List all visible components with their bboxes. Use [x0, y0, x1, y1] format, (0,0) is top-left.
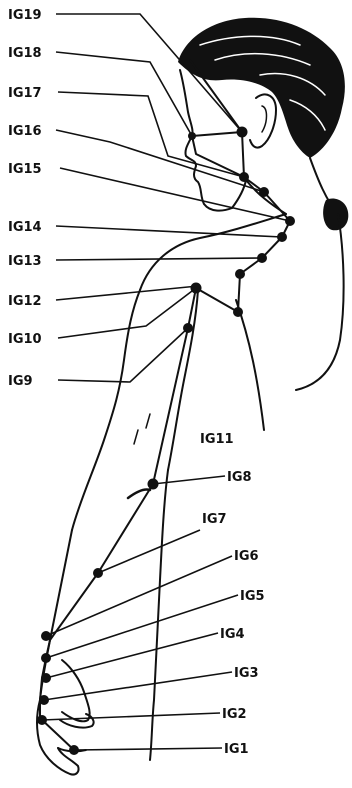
- shoulder-shadow: [323, 199, 348, 231]
- label-IG2: IG2: [222, 707, 247, 722]
- label-IG19: IG19: [8, 8, 42, 23]
- body-figure: [37, 18, 348, 775]
- label-IG17: IG17: [8, 86, 42, 101]
- label-IG5: IG5: [240, 589, 265, 604]
- shoulder-top: [140, 214, 286, 290]
- leader-IG10: [58, 288, 196, 338]
- chest-line: [236, 300, 264, 430]
- hand: [37, 700, 79, 775]
- arm-hatch: [134, 414, 150, 444]
- leader-IG6: [46, 556, 232, 636]
- leader-IG1: [74, 748, 222, 750]
- label-IG12: IG12: [8, 294, 42, 309]
- thumb: [62, 660, 90, 721]
- label-IG1: IG1: [224, 742, 249, 757]
- point-IG13: [257, 253, 267, 263]
- label-IG11: IG11: [200, 432, 234, 447]
- label-IG14: IG14: [8, 220, 42, 235]
- leader-IG18: [56, 52, 192, 136]
- leader-IG4: [46, 633, 218, 678]
- label-IG4: IG4: [220, 627, 245, 642]
- point-IG1: [69, 745, 79, 755]
- point-IG15: [285, 216, 295, 226]
- label-IG16: IG16: [8, 124, 42, 139]
- label-IG10: IG10: [8, 332, 42, 347]
- point-IG13b: [235, 269, 245, 279]
- label-IG9: IG9: [8, 374, 33, 389]
- label-IG6: IG6: [234, 549, 259, 564]
- back-contour: [296, 214, 344, 390]
- point-IG2: [37, 715, 47, 725]
- upper-arm-outer: [72, 290, 140, 530]
- point-IG14: [277, 232, 287, 242]
- leader-IG12: [56, 286, 198, 300]
- leader-lines: [42, 14, 290, 750]
- point-IG3: [39, 695, 49, 705]
- point-IG19: [237, 127, 248, 138]
- point-IG10: [183, 323, 193, 333]
- label-IG13: IG13: [8, 254, 42, 269]
- point-IG11: [233, 307, 243, 317]
- leader-IG15: [60, 168, 290, 221]
- point-IG17: [239, 172, 249, 182]
- label-IG15: IG15: [8, 162, 42, 177]
- ear: [250, 94, 276, 147]
- point-IG18: [188, 132, 196, 140]
- leader-IG7: [98, 530, 200, 573]
- point-IG7: [93, 568, 103, 578]
- leader-IG16: [56, 130, 264, 192]
- label-IG7: IG7: [202, 512, 227, 527]
- ear-inner: [262, 106, 267, 132]
- point-IG12: [191, 283, 202, 294]
- point-IG6: [41, 631, 51, 641]
- point-IG8: [148, 479, 159, 490]
- label-IG3: IG3: [234, 666, 259, 681]
- point-IG5: [41, 653, 51, 663]
- point-IG16: [259, 187, 269, 197]
- acupoints: [37, 127, 295, 756]
- leader-IG8: [153, 476, 225, 484]
- labels: IG19 IG18 IG17 IG16 IG15 IG14 IG13 IG12 …: [8, 8, 265, 757]
- forearm-inner: [150, 470, 168, 760]
- upper-arm-inner: [168, 290, 198, 470]
- leader-IG14: [56, 226, 282, 237]
- label-IG18: IG18: [8, 46, 42, 61]
- label-IG8: IG8: [227, 470, 252, 485]
- leader-IG3: [44, 672, 232, 700]
- leader-IG13: [56, 258, 262, 260]
- point-IG4: [41, 673, 51, 683]
- meridian-branch: [242, 132, 244, 177]
